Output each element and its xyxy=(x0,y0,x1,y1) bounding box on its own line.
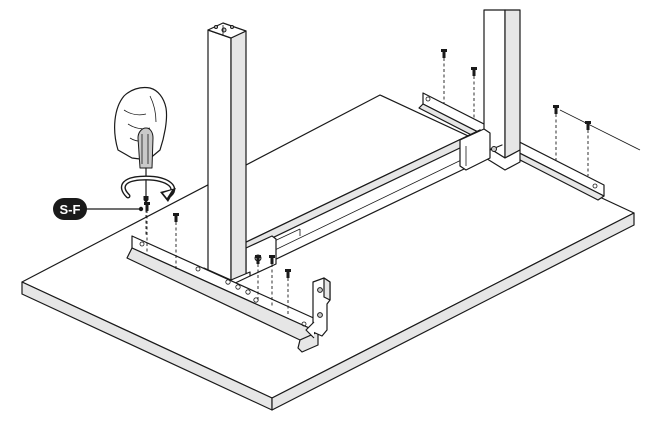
left-leg-column xyxy=(203,22,251,286)
screw-icon xyxy=(144,202,150,252)
screw-icon xyxy=(255,255,261,300)
screw-icon xyxy=(269,255,275,306)
screw-icon xyxy=(441,49,447,104)
rotation-arrow-icon xyxy=(121,175,176,236)
s-f-label: S-F xyxy=(60,202,81,217)
s-f-badge xyxy=(53,198,87,220)
screwdriver-icon xyxy=(137,127,154,203)
screw-icon xyxy=(285,269,291,316)
hand-with-screwdriver xyxy=(114,86,168,203)
cross-beam xyxy=(237,128,503,277)
screw-icon xyxy=(553,105,559,160)
s-f-callout: S-F xyxy=(53,198,144,220)
control-handset xyxy=(305,277,331,339)
screw-icon xyxy=(585,121,591,176)
table-top xyxy=(21,94,641,411)
screw-icon xyxy=(471,67,477,118)
screws xyxy=(144,49,591,316)
screw-icon xyxy=(173,213,179,270)
